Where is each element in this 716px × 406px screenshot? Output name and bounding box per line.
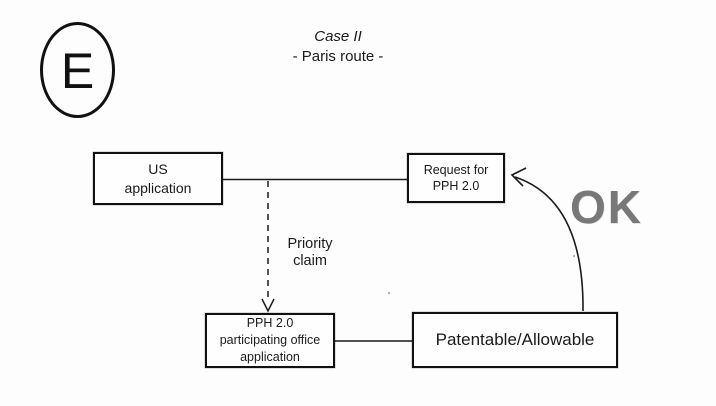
- node-us-application: US application: [93, 152, 223, 205]
- node-request-for-pph: Request for PPH 2.0: [407, 153, 505, 203]
- scan-speck: [573, 255, 575, 257]
- ok-label: OK: [570, 181, 643, 233]
- scan-speck: [388, 292, 390, 294]
- priority-claim-label: Priority claim: [287, 236, 333, 270]
- node-pph-participating-office-application: PPH 2.0 participating office application: [205, 313, 335, 368]
- ok-curved-arrowhead-icon: [510, 167, 527, 187]
- priority-claim-arrowhead-icon: [261, 298, 275, 313]
- figure-label-letter: E: [60, 43, 95, 99]
- title-route: - Paris route -: [292, 48, 384, 66]
- figure-label-badge: E: [40, 22, 115, 118]
- title-case: Case II: [314, 28, 362, 45]
- node-patentable-allowable: Patentable/Allowable: [412, 312, 618, 368]
- diagram-title: Case II - Paris route -: [238, 27, 438, 68]
